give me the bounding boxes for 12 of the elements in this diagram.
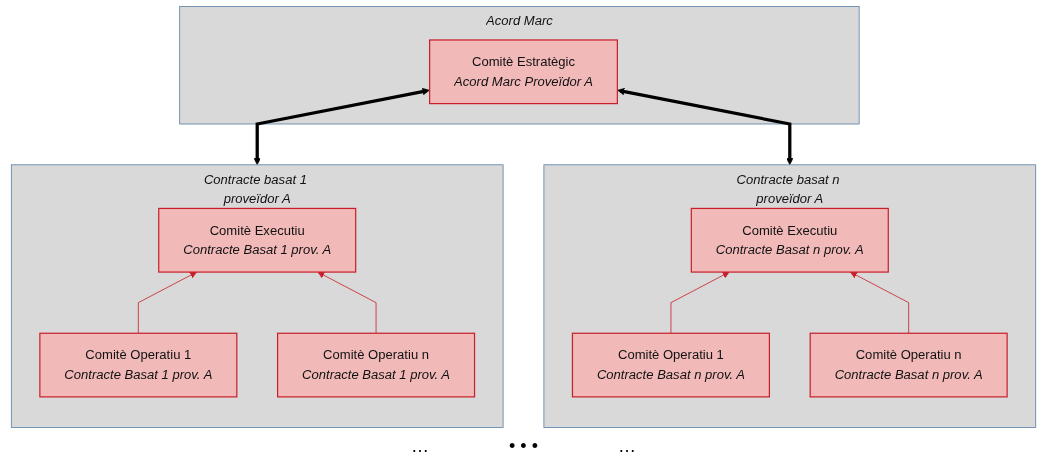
node-box: Comitè Operatiu n Contracte Basat 1 prov. A <box>277 332 476 398</box>
node-box: Comitè Operatiu 1 Contracte Basat 1 prov. A <box>39 332 238 398</box>
arrow <box>253 88 430 166</box>
ellipsis-text: … <box>617 436 636 457</box>
node-box: Comitè Operatiu 1 Contracte Basat n prov. A <box>571 332 770 398</box>
arrow <box>617 88 794 166</box>
node-box: Comitè Executiu Contracte Basat n prov. A <box>690 207 889 273</box>
ellipsis-text: … <box>411 436 430 457</box>
ellipsis-text: • • • <box>509 436 538 457</box>
node-box: Comitè Estratègic Acord Marc Proveïdor A <box>429 39 618 105</box>
node-box: Comitè Executiu Contracte Basat 1 prov. A <box>158 207 357 273</box>
node-box: Comitè Operatiu n Contracte Basat n prov. A <box>809 332 1008 398</box>
